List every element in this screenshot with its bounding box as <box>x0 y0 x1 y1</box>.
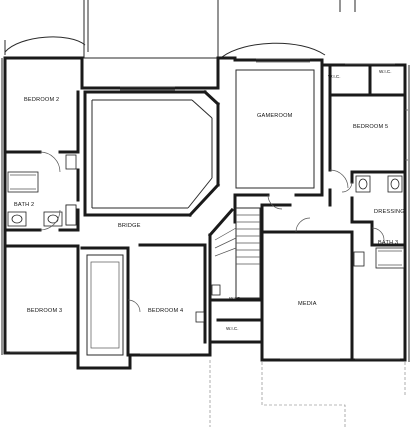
label-wic-center: W.I.C. <box>229 296 242 301</box>
closet-marks <box>65 204 221 323</box>
label-media: MEDIA <box>298 301 317 307</box>
bridge-walkway <box>86 254 124 356</box>
patio-outline <box>209 360 406 427</box>
label-bath-3: BATH 3 <box>378 240 398 246</box>
label-wic-top-left: W.I.C. <box>328 74 341 79</box>
label-bedroom-4: BEDROOM 4 <box>148 308 183 314</box>
gameroom-outline <box>235 69 315 189</box>
roof-outline <box>4 0 356 59</box>
doors <box>39 151 385 313</box>
windows <box>10 58 408 360</box>
bath3-fixtures <box>353 175 405 269</box>
label-wic-lower: W.I.C. <box>226 326 239 331</box>
stairs <box>214 207 261 299</box>
interior-walls <box>3 63 407 362</box>
label-bedroom-3: BEDROOM 3 <box>27 308 62 314</box>
label-bath-2: BATH 2 <box>14 202 34 208</box>
bridge-walkway-inner <box>90 261 120 349</box>
label-bedroom-2: BEDROOM 2 <box>24 97 59 103</box>
bridge-bay <box>91 99 213 209</box>
label-bedroom-5: BEDROOM 5 <box>353 124 388 130</box>
label-dressing: DRESSING <box>374 209 405 215</box>
exterior-walls <box>1 56 410 370</box>
room-labels: BEDROOM 2 GAMEROOM BEDROOM 5 W.I.C. W.I.… <box>14 69 405 331</box>
label-bridge: BRIDGE <box>118 223 141 229</box>
label-gameroom: GAMEROOM <box>257 113 293 119</box>
label-wic-top-right: W.I.C. <box>379 69 392 74</box>
